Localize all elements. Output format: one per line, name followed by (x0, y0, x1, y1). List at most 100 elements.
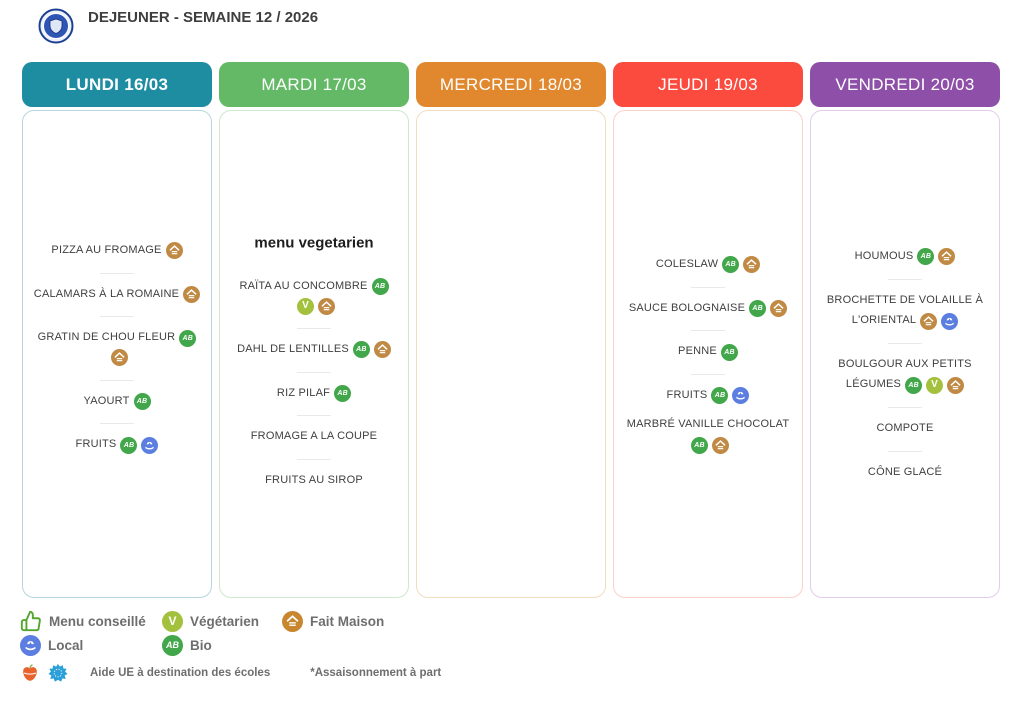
day-column: MERCREDI 18/03 (416, 62, 606, 598)
fait-maison-icon (770, 300, 788, 318)
apple-icon (20, 663, 40, 683)
menu-item-label: RIZ PILAF (276, 386, 331, 399)
page-header: DEJEUNER - SEMAINE 12 / 2026 (38, 8, 378, 44)
fait-maison-icon (373, 341, 391, 359)
item-divider (100, 316, 134, 318)
bio-icon: AB (371, 277, 389, 295)
legend-local-label: Local (48, 637, 84, 653)
item-divider (888, 342, 922, 344)
item-divider (297, 327, 331, 329)
legend-fait-maison-label: Fait Maison (310, 613, 385, 629)
menu-item: FROMAGE A LA COUPE (220, 427, 408, 448)
bio-icon: AB (120, 436, 138, 454)
bio-icon: AB (720, 343, 738, 361)
menu-item-label: MARBRÉ VANILLE CHOCOLAT (626, 418, 790, 431)
school-seal-logo-icon (38, 8, 74, 44)
legend-menu-conseille-label: Menu conseillé (49, 613, 146, 629)
item-divider (691, 373, 725, 375)
fait-maison-icon (183, 286, 201, 304)
menu-item: PIZZA AU FROMAGE (23, 241, 211, 262)
fait-maison-icon (938, 248, 956, 266)
item-divider (691, 330, 725, 332)
day-body: PIZZA AU FROMAGE CALAMARS À LA ROMAINE GRA… (22, 110, 212, 598)
legend-bio-label: Bio (190, 637, 212, 653)
bio-icon: AB (917, 248, 935, 266)
day-header: LUNDI 16/03 (22, 62, 212, 107)
menu-item-label: CALAMARS À LA ROMAINE (33, 287, 180, 300)
day-header: VENDREDI 20/03 (810, 62, 1000, 107)
menu-item-label: GRATIN DE CHOU FLEUR (37, 331, 176, 344)
local-icon (732, 387, 750, 405)
bio-icon: AB (691, 436, 708, 454)
legend: Menu conseillé V Végétarien Fait Maison … (20, 609, 441, 685)
legend-vegetarien: V Végétarien (162, 610, 282, 632)
legend-fait-maison: Fait Maison (282, 610, 385, 632)
day-body (416, 110, 606, 598)
vegetarien-icon: V (162, 610, 183, 632)
item-divider (691, 286, 725, 288)
menu-item-label: PIZZA AU FROMAGE (51, 244, 162, 256)
day-header: MERCREDI 18/03 (416, 62, 606, 107)
fait-maison-icon (920, 312, 938, 330)
fait-maison-icon (947, 376, 965, 394)
day-header: MARDI 17/03 (219, 62, 409, 107)
menu-item-label: menu vegetarien (254, 234, 374, 252)
menu-item-label: FRUITS AU SIROP (265, 473, 363, 486)
vegetarien-icon: V (926, 376, 944, 394)
legend-aide-ue-label: Aide UE à destination des écoles (90, 667, 271, 679)
menu-item-label: CÔNE GLACÉ (867, 465, 943, 478)
legend-row-3: Aide UE à destination des écoles *Assais… (20, 661, 441, 685)
fait-maison-icon (110, 349, 128, 367)
item-divider (100, 423, 134, 425)
menu-item-label: HOUMOUS (854, 250, 914, 262)
legend-menu-conseille: Menu conseillé (20, 610, 162, 632)
item-divider (100, 272, 134, 274)
item-divider (888, 450, 922, 452)
bio-icon: AB (179, 329, 197, 347)
local-icon (20, 634, 41, 656)
menu-item: COMPOTE (811, 419, 999, 440)
menu-item-label: FRUITS (666, 388, 708, 401)
legend-bio: AB Bio (162, 634, 282, 656)
fait-maison-icon (743, 256, 761, 274)
bio-icon: AB (722, 256, 740, 274)
day-header: JEUDI 19/03 (613, 62, 803, 107)
menu-item-label: RAÏTA AU CONCOMBRE (239, 279, 368, 292)
menu-item-label: PENNE (678, 345, 717, 358)
menu-item-label: YAOURT (83, 394, 130, 407)
bio-icon: AB (905, 376, 923, 394)
eu-flag-icon (48, 663, 68, 683)
fait-maison-icon (712, 436, 729, 454)
fait-maison-icon (282, 610, 303, 632)
menu-item-label: BOULGOUR AUX PETITS LÉGUMES (838, 357, 972, 391)
menu-item-label: COMPOTE (876, 422, 934, 435)
bio-icon: AB (133, 393, 151, 411)
menu-item-label: SAUCE BOLOGNAISE (628, 301, 746, 314)
menu-item-label: DAHL DE LENTILLES (237, 342, 349, 355)
menu-item: MARBRÉ VANILLE CHOCOLAT AB (614, 415, 802, 455)
item-divider (888, 407, 922, 409)
page-title: DEJEUNER - SEMAINE 12 / 2026 (88, 9, 319, 26)
bio-icon: AB (749, 300, 767, 318)
item-divider (297, 458, 331, 460)
item-divider (297, 371, 331, 373)
item-divider (888, 278, 922, 280)
bio-icon: AB (711, 387, 729, 405)
menu-item-label: BROCHETTE DE VOLAILLE À L'ORIENTAL (826, 293, 984, 327)
menu-heading: menu vegetarien (220, 229, 408, 257)
local-icon (141, 436, 159, 454)
